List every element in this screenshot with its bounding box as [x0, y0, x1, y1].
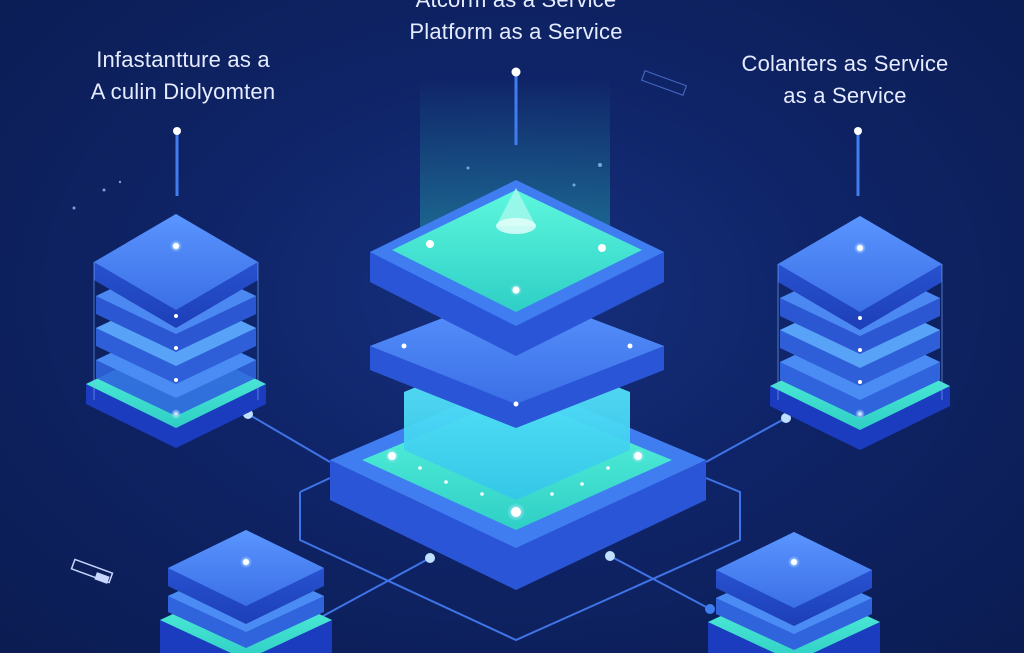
iaas-server-stack — [86, 214, 266, 448]
pin-dot-caas — [854, 127, 862, 135]
caas-label-line2: as a Service — [783, 83, 907, 108]
pin-heads — [173, 67, 862, 135]
paas-label-line2: Platform as a Service — [409, 19, 623, 44]
pin-dot-iaas — [173, 127, 181, 135]
label-pins — [175, 74, 860, 196]
paas-label: Atcorm as a Service Platform as a Servic… — [380, 0, 652, 48]
pin-dot-paas — [511, 67, 521, 77]
iaas-label-line1: Infastantture as a — [96, 47, 270, 72]
bottom-left-server-stack — [160, 530, 332, 653]
iaas-label: Infastantture as a A culin Diolyomten — [60, 44, 306, 108]
iaas-label-line2: A culin Diolyomten — [90, 79, 276, 104]
caas-label-line1: Colanters as Service — [741, 51, 949, 76]
caas-label: Colanters as Service as a Service — [712, 48, 978, 112]
bottom-right-server-stack — [708, 532, 880, 653]
network-connectors — [247, 413, 787, 642]
paas-central-platform — [330, 180, 706, 590]
paas-label-line1: Atcorm as a Service — [380, 0, 652, 16]
caas-server-stack — [770, 216, 950, 450]
decorative-battery-icon-left — [70, 558, 114, 584]
decorative-battery-icon-top — [640, 70, 688, 96]
